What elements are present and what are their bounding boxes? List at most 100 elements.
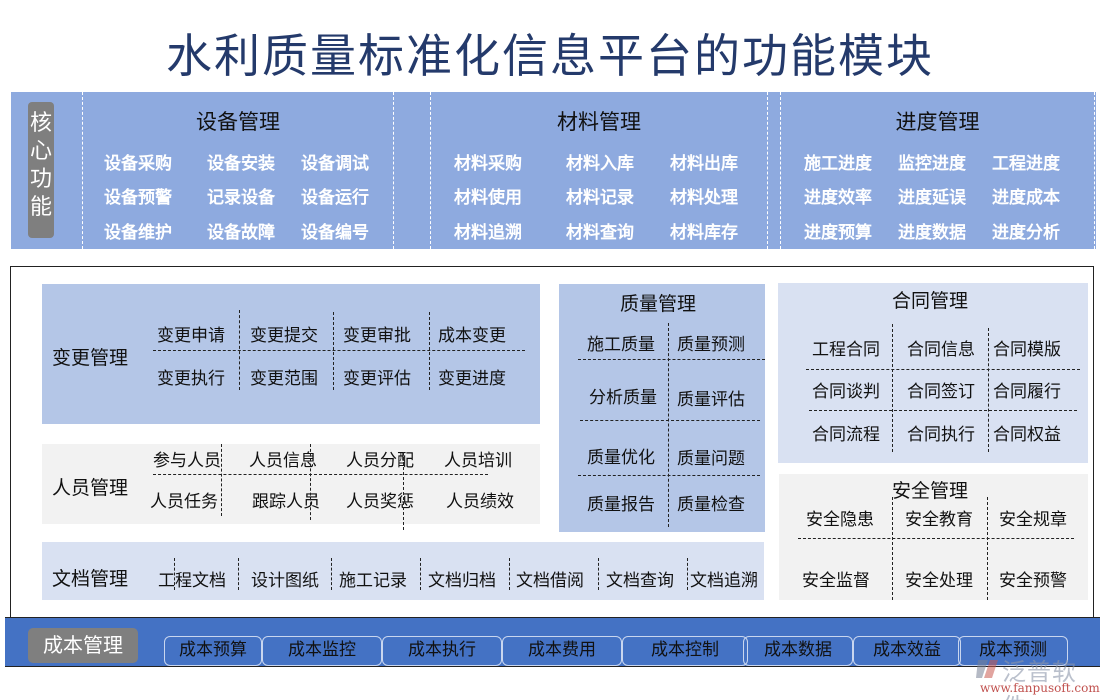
module-item[interactable]: 人员绩效 [446,492,514,512]
module-item[interactable]: 材料出库 [670,154,738,174]
module-item[interactable]: 分析质量 [589,388,657,408]
quality-management-panel [559,284,765,532]
module-item[interactable]: 安全隐患 [806,510,874,530]
module-item[interactable]: 人员分配 [346,451,414,471]
module-item[interactable]: 监控进度 [898,154,966,174]
module-item[interactable]: 记录设备 [207,188,275,208]
module-item[interactable]: 人员任务 [150,492,218,512]
module-item[interactable]: 施工质量 [587,335,655,355]
cost-item[interactable]: 成本数据 [743,636,853,666]
module-item[interactable]: 合同签订 [907,382,975,402]
divider [780,92,781,249]
divider [578,359,765,360]
module-item[interactable]: 施工记录 [339,571,407,591]
divider [153,474,488,475]
module-item[interactable]: 材料采购 [454,154,522,174]
module-item[interactable]: 材料追溯 [454,223,522,243]
module-item[interactable]: 合同执行 [907,425,975,445]
module-item[interactable]: 材料处理 [670,188,738,208]
module-item[interactable]: 变更执行 [157,369,225,389]
core-functions-label: 核心功能 [28,102,54,238]
module-item[interactable]: 变更范围 [250,369,318,389]
module-item[interactable]: 工程合同 [812,340,880,360]
module-item[interactable]: 设备安装 [207,154,275,174]
module-item[interactable]: 变更提交 [250,326,318,346]
module-item[interactable]: 人员信息 [249,451,317,471]
modules-frame [10,266,1094,618]
divider [598,558,599,590]
module-item[interactable]: 合同信息 [907,340,975,360]
module-item[interactable]: 质量检查 [677,495,745,515]
module-item[interactable]: 参与人员 [153,451,221,471]
module-item[interactable]: 进度分析 [992,223,1060,243]
module-item[interactable]: 设备编号 [301,223,369,243]
module-item[interactable]: 文档归档 [428,571,496,591]
module-item[interactable]: 进度效率 [804,188,872,208]
cost-item[interactable]: 成本费用 [502,636,622,666]
module-item[interactable]: 材料记录 [566,188,634,208]
cost-item[interactable]: 成本执行 [382,636,502,666]
module-item[interactable]: 设备维护 [104,223,172,243]
safety-management-panel [779,474,1088,600]
module-item[interactable]: 材料入库 [566,154,634,174]
module-item[interactable]: 变更审批 [343,326,411,346]
module-item[interactable]: 进度数据 [898,223,966,243]
module-item[interactable]: 工程进度 [992,154,1060,174]
cost-item[interactable]: 成本监控 [262,636,382,666]
cost-item[interactable]: 成本效益 [853,636,961,666]
module-item[interactable]: 设备故障 [207,223,275,243]
module-item[interactable]: 质量评估 [677,390,745,410]
module-item[interactable]: 施工进度 [804,154,872,174]
module-item[interactable]: 合同模版 [993,340,1061,360]
module-item[interactable]: 设备运行 [301,188,369,208]
module-item[interactable]: 合同流程 [812,425,880,445]
divider [578,475,760,476]
module-item[interactable]: 质量问题 [677,449,745,469]
module-item[interactable]: 安全监督 [802,571,870,591]
divider [892,324,893,452]
module-item[interactable]: 合同权益 [993,425,1061,445]
divider [668,323,669,527]
module-item[interactable]: 进度成本 [992,188,1060,208]
module-item[interactable]: 变更评估 [343,369,411,389]
logo-url: www.fanpusoft.com [980,681,1100,695]
cost-item[interactable]: 成本控制 [622,636,748,666]
divider [806,369,1080,370]
module-item[interactable]: 设计图纸 [251,571,319,591]
module-item[interactable]: 进度延误 [898,188,966,208]
module-item[interactable]: 合同履行 [993,382,1061,402]
equipment-management-group: 设备管理 [83,92,393,249]
divider [331,558,332,590]
module-item[interactable]: 文档追溯 [690,571,758,591]
cost-management-label: 成本管理 [28,628,138,663]
module-item[interactable]: 文档借阅 [516,571,584,591]
divider [767,92,768,249]
module-item[interactable]: 跟踪人员 [252,492,320,512]
cost-item[interactable]: 成本预测 [958,636,1068,666]
module-item[interactable]: 设备调试 [301,154,369,174]
module-item[interactable]: 成本变更 [438,326,506,346]
module-item[interactable]: 文档查询 [606,571,674,591]
module-item[interactable]: 材料使用 [454,188,522,208]
module-item[interactable]: 材料查询 [566,223,634,243]
module-item[interactable]: 设备预警 [104,188,172,208]
module-item[interactable]: 变更申请 [157,326,225,346]
panel-title: 人员管理 [52,477,129,499]
module-item[interactable]: 质量预测 [677,335,745,355]
module-item[interactable]: 材料库存 [670,223,738,243]
module-item[interactable]: 设备采购 [104,154,172,174]
module-item[interactable]: 质量优化 [587,448,655,468]
personnel-management-panel [42,444,540,524]
module-item[interactable]: 质量报告 [587,495,655,515]
module-item[interactable]: 合同谈判 [812,382,880,402]
module-item[interactable]: 人员奖惩 [346,492,414,512]
module-item[interactable]: 进度预算 [804,223,872,243]
module-item[interactable]: 人员培训 [444,451,512,471]
module-item[interactable]: 安全预警 [999,571,1067,591]
cost-item[interactable]: 成本预算 [164,636,262,666]
module-item[interactable]: 变更进度 [438,369,506,389]
module-item[interactable]: 安全处理 [905,571,973,591]
module-item[interactable]: 工程文档 [158,571,226,591]
module-item[interactable]: 安全教育 [905,510,973,530]
module-item[interactable]: 安全规章 [999,510,1067,530]
